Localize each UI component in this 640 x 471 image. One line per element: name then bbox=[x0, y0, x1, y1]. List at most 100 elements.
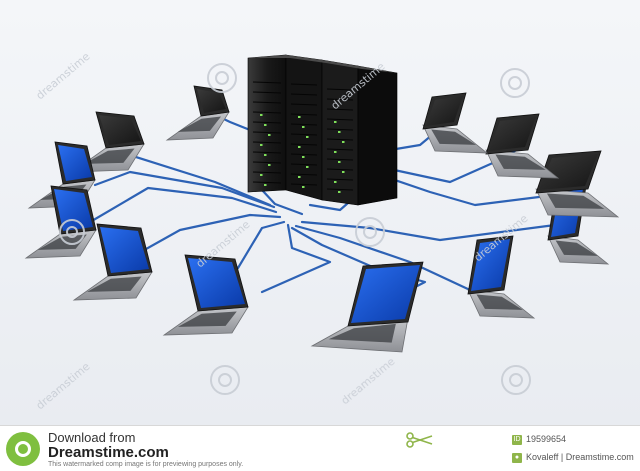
laptop-keyboard bbox=[87, 276, 142, 292]
server-slot bbox=[326, 138, 354, 141]
cable bbox=[378, 173, 557, 207]
server-slots bbox=[252, 81, 354, 193]
server-led bbox=[342, 141, 345, 143]
server-slot bbox=[326, 168, 354, 171]
cable bbox=[260, 188, 304, 216]
server-slot bbox=[252, 111, 282, 114]
server-slot bbox=[290, 133, 318, 136]
image-id: 19599654 bbox=[526, 434, 567, 444]
network-scene: dreamstime dreamstime dreamstime dreamst… bbox=[0, 0, 640, 425]
server-slot bbox=[290, 83, 318, 86]
laptop-screen bbox=[471, 239, 510, 291]
server-led bbox=[264, 154, 267, 156]
laptop bbox=[70, 111, 145, 173]
laptop-keyboard bbox=[177, 116, 222, 132]
server-slot bbox=[290, 93, 318, 96]
server-slot bbox=[252, 121, 282, 124]
laptop-screen bbox=[197, 89, 226, 113]
server-led bbox=[334, 181, 337, 183]
server-slot bbox=[252, 131, 282, 134]
watermark-logo bbox=[501, 365, 531, 395]
server-slot bbox=[252, 171, 282, 174]
laptop-screen bbox=[100, 227, 149, 273]
server-rack bbox=[247, 54, 398, 206]
server-led bbox=[264, 124, 267, 126]
server-led bbox=[342, 171, 345, 173]
server-slot bbox=[326, 98, 354, 101]
laptop-keyboard bbox=[495, 154, 546, 170]
laptop-keyboard bbox=[84, 148, 135, 164]
cable bbox=[83, 186, 278, 227]
laptop-keyboard bbox=[546, 193, 605, 209]
author-credit[interactable]: Kovaleff | Dreamstime.com bbox=[526, 452, 634, 462]
laptop-screen bbox=[58, 145, 92, 181]
laptop-screen bbox=[539, 154, 598, 190]
laptop-screen bbox=[188, 258, 245, 308]
server-slot bbox=[290, 143, 318, 146]
server-led bbox=[260, 174, 263, 176]
laptop bbox=[24, 185, 97, 259]
cable bbox=[118, 150, 272, 207]
server-slot bbox=[326, 148, 354, 151]
server-slot bbox=[252, 101, 282, 104]
server-led bbox=[338, 161, 341, 163]
laptop-keyboard bbox=[37, 234, 87, 250]
server-slot bbox=[326, 128, 354, 131]
laptop bbox=[422, 92, 489, 154]
watermark-layer bbox=[59, 63, 531, 395]
server-led bbox=[264, 184, 267, 186]
laptop bbox=[72, 223, 153, 301]
cable bbox=[260, 223, 332, 294]
scissors-icon bbox=[406, 432, 433, 448]
server-slot bbox=[290, 103, 318, 106]
watermark-logo bbox=[355, 217, 385, 247]
watermark-logo bbox=[207, 63, 237, 93]
laptop bbox=[467, 235, 536, 319]
author-row: ● Kovaleff | Dreamstime.com bbox=[512, 452, 634, 463]
server-led bbox=[268, 134, 271, 136]
server-slot bbox=[252, 151, 282, 154]
laptop-group bbox=[24, 85, 620, 353]
watermark-logo bbox=[59, 219, 85, 245]
network-illustration: dreamstime dreamstime dreamstime dreamst… bbox=[0, 0, 640, 425]
watermark-logo bbox=[500, 68, 530, 98]
server-slot bbox=[326, 88, 354, 91]
server-led bbox=[306, 136, 309, 138]
server-slot bbox=[252, 161, 282, 164]
laptop-keyboard bbox=[328, 323, 396, 343]
photographer-icon: ● bbox=[512, 452, 522, 463]
laptop-keyboard bbox=[555, 240, 598, 256]
server-led bbox=[334, 151, 337, 153]
server-led bbox=[298, 146, 301, 148]
stock-footer: Download from Dreamstime.com This waterm… bbox=[0, 425, 640, 471]
laptop-screen bbox=[351, 265, 420, 323]
site-name[interactable]: Dreamstime.com bbox=[48, 444, 169, 461]
preview-notice: This watermarked comp image is for previ… bbox=[48, 461, 244, 468]
server-led bbox=[334, 121, 337, 123]
cable bbox=[294, 224, 472, 292]
laptop-keyboard bbox=[431, 129, 477, 145]
server-slot bbox=[290, 173, 318, 176]
server-slot bbox=[290, 153, 318, 156]
server-slot bbox=[326, 118, 354, 121]
server-slot bbox=[290, 123, 318, 126]
server-unit bbox=[247, 54, 287, 193]
server-unit bbox=[357, 65, 398, 206]
laptop-screen bbox=[54, 189, 93, 231]
laptop bbox=[485, 113, 560, 179]
server-led bbox=[298, 176, 301, 178]
laptop bbox=[535, 150, 620, 218]
server-slot bbox=[290, 113, 318, 116]
server-slot bbox=[326, 108, 354, 111]
watermark-logo bbox=[210, 365, 240, 395]
laptop-screen bbox=[489, 117, 536, 151]
server-led bbox=[268, 164, 271, 166]
cable bbox=[93, 170, 276, 209]
server-led bbox=[302, 126, 305, 128]
server-slot bbox=[326, 178, 354, 181]
server-top bbox=[248, 55, 397, 73]
server-slot bbox=[290, 163, 318, 166]
server-led bbox=[338, 191, 341, 193]
cable bbox=[128, 213, 282, 260]
